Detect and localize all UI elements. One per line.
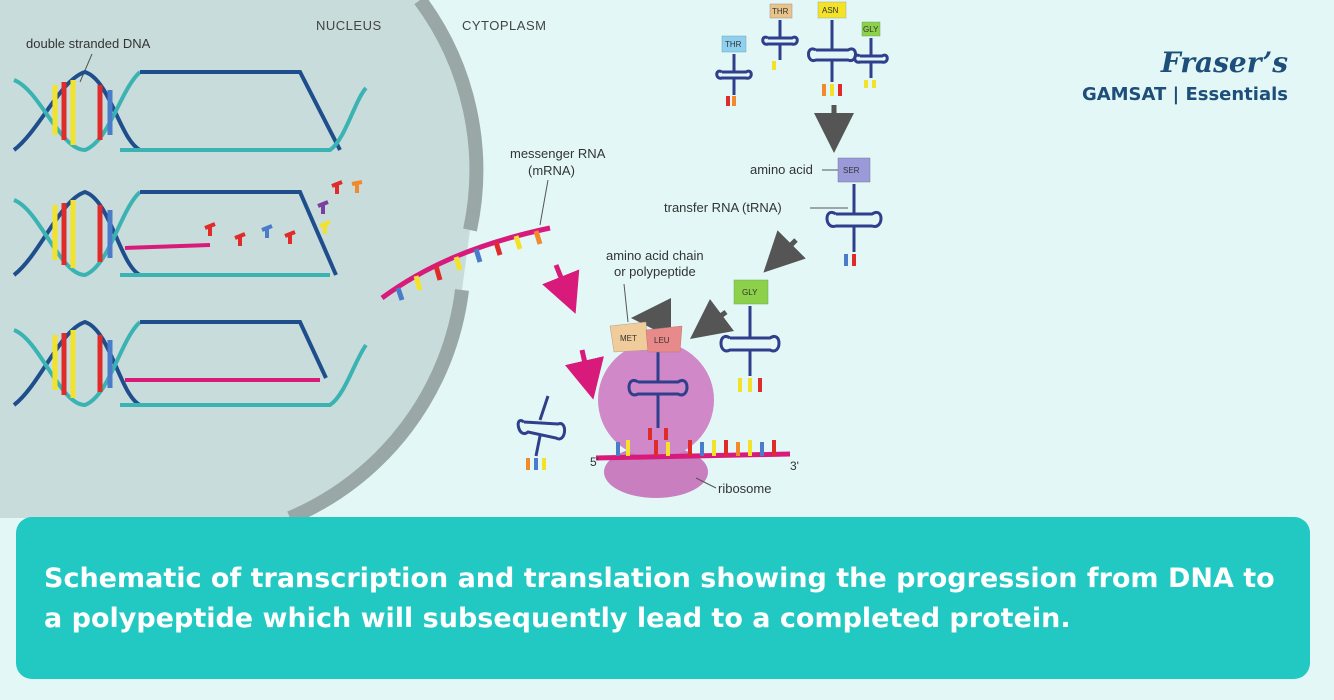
mrna-on-ribosome [595, 440, 791, 461]
brand-logo: Fraser’s GAMSAT | Essentials [1082, 46, 1288, 105]
ser-label: SER [843, 166, 860, 175]
thr2-label: THR [772, 7, 789, 16]
mrna-strand [380, 225, 551, 301]
asn-label: ASN [822, 6, 839, 15]
leu-label: LEU [654, 336, 670, 345]
free-nucleotides [204, 180, 363, 246]
brand-subtitle: GAMSAT | Essentials [1081, 84, 1288, 105]
gly-small-label: GLY [863, 25, 879, 34]
mrna-label-line2: (mRNA) [528, 163, 575, 178]
polypeptide-chain: MET LEU [609, 321, 683, 353]
three-prime-label: 3' [790, 459, 799, 473]
caption-text: Schematic of transcription and translati… [44, 563, 1275, 634]
ribosome [598, 342, 714, 498]
trna-departing [516, 395, 566, 470]
amino-acid-label: amino acid [750, 162, 813, 177]
mrna-label-line1: messenger RNA [510, 146, 606, 161]
cytoplasm-label: CYTOPLASM [462, 18, 546, 33]
dna-label: double stranded DNA [26, 36, 151, 51]
arrow-pink-2 [564, 349, 604, 400]
arrow-pink-1 [542, 264, 580, 314]
arrow-gray-3 [690, 299, 734, 339]
trna-gly: GLY [719, 279, 781, 392]
five-prime-label: 5' [590, 455, 599, 469]
chain-label-line1: amino acid chain [606, 248, 704, 263]
dna-strand-2 [12, 189, 338, 278]
ribosome-pointer [695, 477, 717, 489]
chain-label-line2: or polypeptide [614, 264, 696, 279]
gly-label: GLY [742, 288, 758, 297]
trna-gly-small: GLY [853, 21, 889, 88]
thr-label: THR [725, 40, 742, 49]
nucleus [0, 0, 484, 520]
dna-strand-3 [12, 319, 368, 408]
ribosome-label: ribosome [718, 481, 771, 496]
trna-label: transfer RNA (tRNA) [664, 200, 782, 215]
trna-in-ribosome [627, 352, 689, 440]
met-label: MET [620, 334, 637, 343]
transcription-translation-diagram: NUCLEUS CYTOPLASM double stranded DNA [0, 0, 889, 520]
chain-pointer [623, 283, 629, 323]
brand-script: Fraser’s [1160, 46, 1288, 79]
caption-box: Schematic of transcription and translati… [16, 517, 1310, 679]
nucleus-label: NUCLEUS [316, 18, 382, 33]
trna-thr-2: THR [761, 3, 799, 70]
trna-thr: THR [715, 35, 753, 106]
trna-ser: SER [825, 157, 883, 266]
trna-asn: ASN [807, 1, 857, 96]
mrna-pointer [539, 179, 549, 226]
dna-strand-1 [12, 69, 368, 153]
arrow-gray-2 [763, 230, 806, 273]
dna-pointer [79, 53, 93, 83]
